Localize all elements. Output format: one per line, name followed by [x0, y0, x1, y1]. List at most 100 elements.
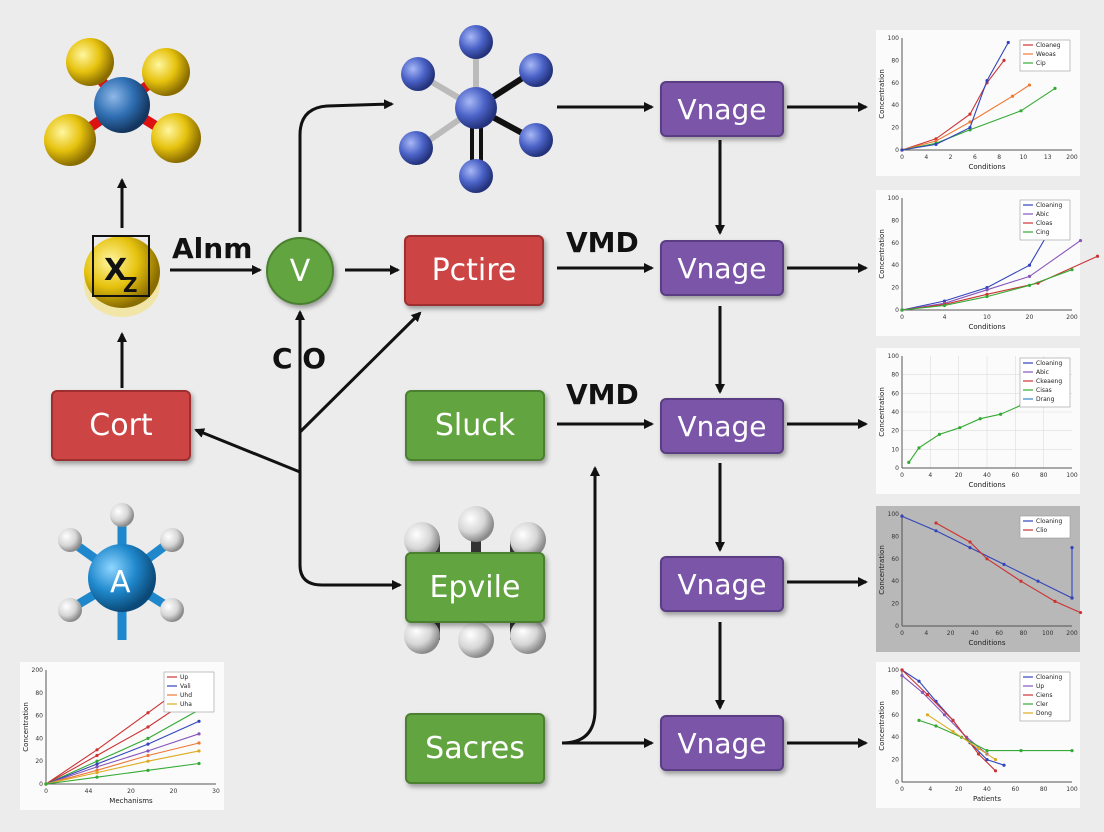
x-tick-label: 200: [1066, 154, 1078, 161]
y-tick-label: 0: [895, 779, 899, 786]
node-sacres[interactable]: Sacres: [405, 713, 545, 784]
node-vnage-1[interactable]: Vnage: [660, 81, 784, 137]
molecule-a-icon: [58, 503, 184, 640]
node-vnage-4[interactable]: Vnage: [660, 556, 784, 612]
data-point: [925, 693, 930, 697]
node-vnage-2[interactable]: Vnage: [660, 240, 784, 296]
node-v[interactable]: V: [266, 237, 334, 305]
x-tick-label: 4: [924, 154, 928, 161]
y-tick-label: 0: [895, 623, 899, 630]
data-point: [934, 137, 938, 141]
data-point: [197, 761, 201, 766]
y-tick-label: 80: [891, 217, 899, 224]
series-line-7: [45, 750, 200, 785]
arrow-v-to-molecule: [298, 99, 394, 232]
data-point: [146, 768, 150, 772]
data-point: [993, 758, 998, 762]
series-line-3: [45, 709, 200, 785]
data-point: [942, 713, 947, 717]
data-point: [985, 288, 989, 292]
data-point: [1010, 94, 1015, 98]
data-point: [976, 752, 981, 756]
data-point: [1027, 83, 1032, 87]
data-point: [934, 142, 938, 146]
node-vnage-3[interactable]: Vnage: [660, 398, 784, 454]
y-axis-label: Concentration: [878, 229, 886, 279]
y-tick-label: 100: [888, 195, 900, 202]
node-pctire[interactable]: Pctire: [404, 235, 544, 306]
xz-subscript: Z: [123, 273, 138, 297]
series-line-6: [45, 742, 200, 785]
legend-label: Ciens: [1036, 692, 1052, 699]
data-point: [993, 769, 998, 773]
xz-symbol: X: [104, 253, 127, 288]
legend-label: Up: [180, 674, 188, 681]
y-axis-label: Concentration: [878, 701, 886, 751]
x-tick-label: 20: [1026, 314, 1034, 321]
y-tick-label: 60: [891, 80, 899, 87]
node-epvile[interactable]: Epvile: [405, 552, 545, 623]
x-tick-label: 0: [900, 786, 904, 793]
data-point: [978, 417, 982, 421]
y-tick-label: 0: [39, 781, 43, 788]
data-point: [1070, 749, 1074, 753]
y-tick-label: 0: [895, 147, 899, 154]
y-tick-label: 20: [891, 125, 899, 132]
data-point: [1002, 562, 1006, 567]
x-axis-label: Patients: [973, 795, 1001, 803]
series-line-2: [935, 522, 1081, 614]
a-symbol: A: [110, 565, 131, 600]
legend-label: Up: [1036, 683, 1044, 690]
data-point: [146, 742, 150, 746]
x-tick-label: 0: [900, 154, 904, 161]
data-point: [1078, 238, 1083, 243]
x-tick-label: 100: [1042, 630, 1054, 637]
legend-label: Cloaning: [1036, 518, 1062, 525]
data-point: [937, 432, 942, 436]
data-point: [146, 759, 150, 763]
data-point: [985, 557, 989, 561]
node-sluck[interactable]: Sluck: [405, 390, 545, 461]
node-vnage-5[interactable]: Vnage: [660, 715, 784, 771]
x-axis-label: Conditions: [968, 323, 1005, 331]
data-point: [146, 749, 150, 753]
data-point: [968, 126, 972, 130]
legend-label: Cing: [1036, 229, 1050, 236]
data-point: [968, 112, 972, 116]
data-point: [968, 546, 972, 550]
arrow-hub-to-pctire: [298, 311, 422, 434]
data-point: [920, 690, 925, 695]
x-tick-label: 40: [983, 472, 991, 479]
data-point: [985, 78, 989, 83]
y-tick-label: 60: [891, 712, 899, 719]
data-point: [95, 775, 99, 779]
data-point: [976, 746, 981, 751]
y-tick-label: 80: [35, 690, 43, 697]
y-tick-label: 40: [891, 409, 899, 416]
data-point: [1019, 109, 1023, 113]
data-point: [95, 768, 99, 772]
data-point: [900, 148, 904, 152]
node-cort[interactable]: Cort: [51, 390, 191, 461]
arrow-sacres-up: [561, 466, 600, 745]
x-tick-label: 20: [955, 786, 963, 793]
legend-label: Abic: [1036, 211, 1049, 218]
xz-molecule-icon: [84, 235, 160, 317]
x-tick-label: 100: [1066, 472, 1078, 479]
y-axis-label: Concentration: [878, 69, 886, 119]
data-point: [1019, 579, 1023, 583]
data-point: [1070, 596, 1074, 600]
data-point: [917, 446, 921, 450]
x-tick-label: 4: [943, 314, 947, 321]
y-tick-label: 60: [35, 713, 43, 720]
data-point: [146, 736, 150, 741]
y-axis-label: Concentration: [22, 702, 30, 752]
label-vmd-mid: VMD: [566, 378, 639, 411]
series-line-1: [901, 515, 1073, 599]
y-tick-label: 20: [891, 285, 899, 292]
data-point: [958, 426, 962, 430]
data-point: [1002, 58, 1006, 63]
